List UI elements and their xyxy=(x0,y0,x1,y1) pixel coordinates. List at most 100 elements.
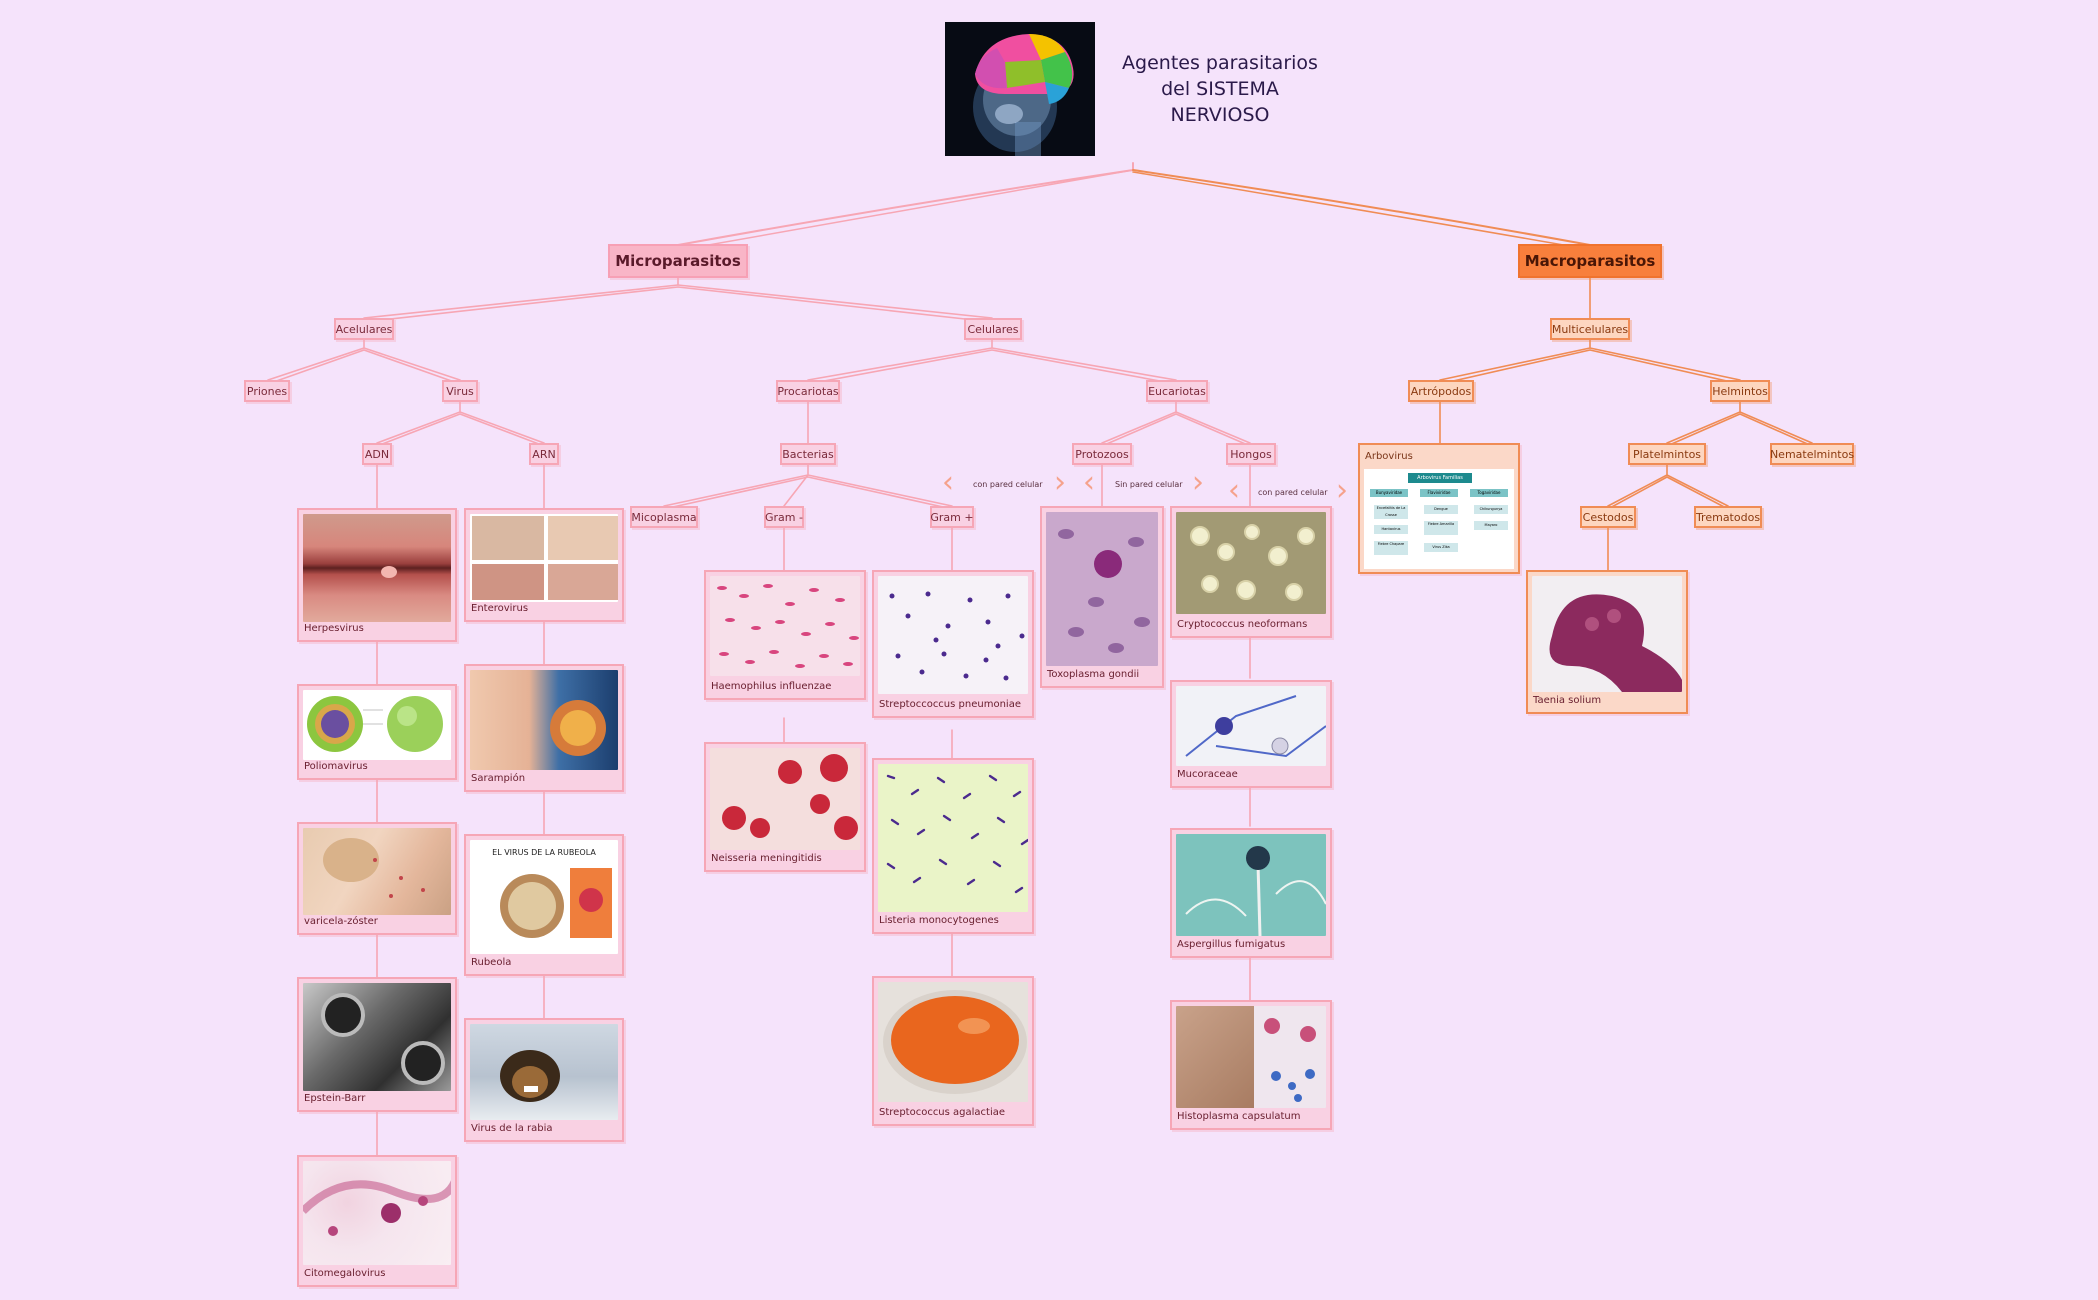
card-caption: varicela-zóster xyxy=(304,916,378,927)
card-caption: Rubeola xyxy=(471,957,512,968)
card-caption: Herpesvirus xyxy=(304,623,364,634)
toxoplasma-image xyxy=(1046,512,1158,666)
listeria-image xyxy=(878,764,1028,912)
epstein-barr-image xyxy=(303,983,451,1091)
card-haemophilus[interactable]: Haemophilus influenzae xyxy=(704,570,866,700)
enterovirus-image xyxy=(470,514,618,602)
node-macroparasitos[interactable]: Macroparasitos xyxy=(1518,244,1662,278)
chevron-right-icon: › xyxy=(1192,465,1204,500)
node-cestodos[interactable]: Cestodos xyxy=(1580,506,1636,528)
card-caption: Epstein-Barr xyxy=(304,1093,366,1104)
citomegalovirus-image xyxy=(303,1161,451,1265)
card-caption: Streptoccoccus pneumoniae xyxy=(879,699,1021,710)
note-con-pared-1: con pared celular xyxy=(973,480,1043,489)
chevron-left-icon: ‹ xyxy=(942,465,954,500)
card-taenia[interactable]: Taenia solium xyxy=(1526,570,1688,714)
cryptococcus-image xyxy=(1176,512,1326,614)
neisseria-image xyxy=(710,748,860,850)
arbovirus-member-6: Virus Zika xyxy=(1424,543,1458,552)
card-caption: Cryptococcus neoformans xyxy=(1177,619,1308,630)
node-multicelulares[interactable]: Multicelulares xyxy=(1550,318,1630,340)
herpesvirus-image xyxy=(303,514,451,622)
note-con-pared-2: con pared celular xyxy=(1258,488,1328,497)
card-histoplasma[interactable]: Histoplasma capsulatum xyxy=(1170,1000,1332,1130)
node-celulares[interactable]: Celulares xyxy=(964,318,1022,340)
chevron-right-icon: › xyxy=(1336,473,1348,508)
card-neisseria[interactable]: Neisseria meningitidis xyxy=(704,742,866,872)
node-platelmintos[interactable]: Platelmintos xyxy=(1628,443,1706,465)
title-line-1: Agentes parasitarios xyxy=(1122,52,1318,74)
card-toxoplasma[interactable]: Toxoplasma gondii xyxy=(1040,506,1164,688)
streptococcus-pneumoniae-image xyxy=(878,576,1028,694)
card-caption: Listeria monocytogenes xyxy=(879,915,999,926)
card-caption: Enterovirus xyxy=(471,603,529,614)
node-micoplasma[interactable]: Micoplasma xyxy=(630,506,698,528)
card-rabia[interactable]: Virus de la rabia xyxy=(464,1018,624,1142)
card-poliomavirus[interactable]: Poliomavirus xyxy=(297,684,457,780)
page-title: Agentes parasitarios del SISTEMA NERVIOS… xyxy=(1090,50,1350,128)
card-listeria[interactable]: Listeria monocytogenes xyxy=(872,758,1034,934)
card-arbovirus[interactable]: Arbovirus Arbovirus Familias Bunyavirida… xyxy=(1358,443,1520,574)
card-herpesvirus[interactable]: Herpesvirus xyxy=(297,508,457,642)
rubeola-image: EL VIRUS DE LA RUBEOLA xyxy=(470,840,618,954)
node-procariotas[interactable]: Procariotas xyxy=(776,380,840,402)
arbovirus-member-3: Fiebre Chapare xyxy=(1374,541,1408,555)
node-arn[interactable]: ARN xyxy=(529,443,559,465)
arbovirus-family-1: Bunyaviridae xyxy=(1370,489,1408,497)
card-mucoraceae[interactable]: Mucoraceae xyxy=(1170,680,1332,788)
mucoraceae-image xyxy=(1176,686,1326,766)
node-acelulares[interactable]: Acelulares xyxy=(334,318,394,340)
arbovirus-chart-header: Arbovirus Familias xyxy=(1408,473,1472,483)
histoplasma-image xyxy=(1176,1006,1326,1108)
card-streptococcus-agalactiae[interactable]: Streptococcus agalactiae xyxy=(872,976,1034,1126)
node-artropodos[interactable]: Artrópodos xyxy=(1408,380,1474,402)
arbovirus-family-3: Togaviridae xyxy=(1470,489,1508,497)
card-sarampion[interactable]: Sarampión xyxy=(464,664,624,792)
arbovirus-member-1: Encefalitis de La Crosse xyxy=(1374,505,1408,519)
node-trematodos[interactable]: Trematodos xyxy=(1694,506,1762,528)
card-caption: Sarampión xyxy=(471,773,526,784)
varicela-image xyxy=(303,828,451,915)
chevron-left-icon: ‹ xyxy=(1083,465,1095,500)
poliomavirus-image xyxy=(303,690,451,760)
arbovirus-member-8: Mayaro xyxy=(1474,521,1508,530)
card-caption: Haemophilus influenzae xyxy=(711,681,832,692)
title-line-2: del SISTEMA xyxy=(1161,78,1279,100)
haemophilus-image xyxy=(710,576,860,676)
node-helmintos[interactable]: Helmintos xyxy=(1710,380,1770,402)
card-streptococcus-pneumoniae[interactable]: Streptoccoccus pneumoniae xyxy=(872,570,1034,718)
card-caption: Neisseria meningitidis xyxy=(711,853,822,864)
card-caption: Poliomavirus xyxy=(304,761,368,772)
streptococcus-agalactiae-image xyxy=(878,982,1028,1102)
card-epstein-barr[interactable]: Epstein-Barr xyxy=(297,977,457,1112)
chevron-right-icon: › xyxy=(1054,465,1066,500)
arbovirus-member-2: Hantavirus xyxy=(1374,525,1408,534)
node-protozoos[interactable]: Protozoos xyxy=(1072,443,1132,465)
arbovirus-member-7: Chikungunya xyxy=(1474,505,1508,514)
node-hongos[interactable]: Hongos xyxy=(1226,443,1276,465)
node-priones[interactable]: Priones xyxy=(244,380,290,402)
node-bacterias[interactable]: Bacterias xyxy=(780,443,836,465)
arbovirus-chart: Arbovirus Familias Bunyaviridae Flavivir… xyxy=(1364,469,1514,569)
sarampion-image xyxy=(470,670,618,770)
node-eucariotas[interactable]: Eucariotas xyxy=(1146,380,1208,402)
card-caption: Mucoraceae xyxy=(1177,769,1238,780)
node-adn[interactable]: ADN xyxy=(362,443,392,465)
card-enterovirus[interactable]: Enterovirus xyxy=(464,508,624,622)
node-gram-negative[interactable]: Gram - xyxy=(764,506,804,528)
card-varicela[interactable]: varicela-zóster xyxy=(297,822,457,935)
card-citomegalovirus[interactable]: Citomegalovirus xyxy=(297,1155,457,1287)
card-caption: Virus de la rabia xyxy=(471,1123,553,1134)
title-line-3: NERVIOSO xyxy=(1170,104,1270,126)
node-virus[interactable]: Virus xyxy=(442,380,478,402)
node-nematelmintos[interactable]: Nematelmintos xyxy=(1770,443,1854,465)
card-caption: Streptococcus agalactiae xyxy=(879,1107,1006,1118)
card-cryptococcus[interactable]: Cryptococcus neoformans xyxy=(1170,506,1332,638)
node-gram-positive[interactable]: Gram + xyxy=(930,506,974,528)
node-microparasitos[interactable]: Microparasitos xyxy=(608,244,748,278)
taenia-image xyxy=(1532,576,1682,692)
card-caption: Taenia solium xyxy=(1533,695,1602,706)
card-rubeola[interactable]: EL VIRUS DE LA RUBEOLA Rubeola xyxy=(464,834,624,976)
card-aspergillus[interactable]: Aspergillus fumigatus xyxy=(1170,828,1332,958)
